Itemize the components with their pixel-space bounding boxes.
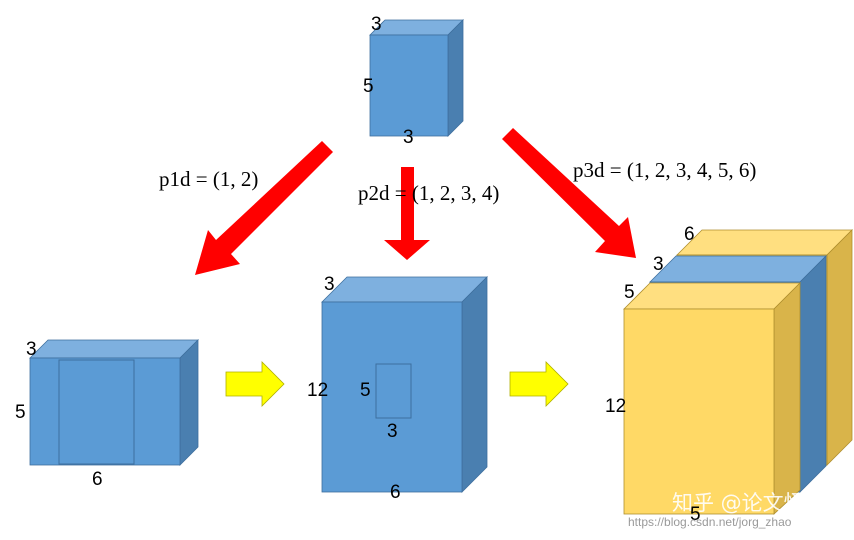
p3d-front-face — [623, 308, 775, 515]
p2d-formula: p2d = (1, 2, 3, 4) — [358, 181, 499, 205]
p2d-block-front — [321, 301, 463, 493]
p3d-front-top — [623, 282, 801, 310]
watermark: 知乎 @论文怪 https://blog.csdn.net/jorg_zhao — [628, 491, 805, 529]
p2d-depth-label: 3 — [324, 274, 335, 295]
input-height-label: 5 — [363, 76, 374, 97]
input-width-label: 3 — [403, 127, 414, 148]
p3d-depth-middle-label: 3 — [653, 254, 664, 275]
input-block-top — [369, 19, 464, 36]
p3d-back-side — [826, 229, 853, 466]
p3d-front-side — [773, 282, 801, 515]
watermark-text: 知乎 @论文怪 — [672, 491, 805, 515]
p3d-depth-outer-label: 6 — [684, 224, 695, 245]
p1d-block-top — [29, 339, 199, 359]
p2d-pool-window — [375, 363, 412, 419]
p1d-width-label: 6 — [92, 469, 103, 490]
p1d-block-front — [29, 357, 181, 466]
p3d-height-label: 12 — [605, 396, 626, 417]
p3d-depth-front-label: 5 — [624, 282, 635, 303]
p1d-block-side — [179, 339, 199, 466]
watermark-url: https://blog.csdn.net/jorg_zhao — [628, 515, 792, 529]
p3d-back-top — [676, 229, 853, 256]
p1d-pool-window — [58, 359, 135, 465]
red-arrow-middle — [384, 167, 430, 260]
p1d-height-label: 5 — [15, 402, 26, 423]
p3d-middle-top — [649, 255, 827, 283]
p2d-block: 3 12 5 3 6 — [307, 274, 488, 503]
input-depth-label: 3 — [371, 14, 382, 35]
p2d-inner-width-label: 3 — [387, 421, 398, 442]
p3d-block: 6 3 5 12 5 — [605, 224, 853, 525]
p2d-inner-height-label: 5 — [360, 380, 371, 401]
p2d-block-side — [461, 276, 488, 493]
p2d-block-top — [321, 276, 488, 303]
p1d-block: 3 5 6 — [15, 339, 199, 490]
input-block-front — [369, 34, 449, 137]
red-arrow-left — [195, 141, 333, 275]
input-block-side — [447, 19, 464, 137]
p2d-width-label: 6 — [390, 482, 401, 503]
p3d-middle-side — [799, 255, 827, 493]
p1d-depth-label: 3 — [26, 339, 37, 360]
yellow-arrow-right — [509, 361, 569, 407]
p1d-formula: p1d = (1, 2) — [159, 167, 258, 191]
yellow-arrow-left — [225, 361, 285, 407]
input-block: 3 5 3 — [363, 14, 464, 148]
p3d-formula: p3d = (1, 2, 3, 4, 5, 6) — [573, 158, 756, 182]
p2d-height-label: 12 — [307, 380, 328, 401]
red-arrow-right — [502, 128, 636, 258]
p3d-width-label: 5 — [690, 504, 701, 525]
